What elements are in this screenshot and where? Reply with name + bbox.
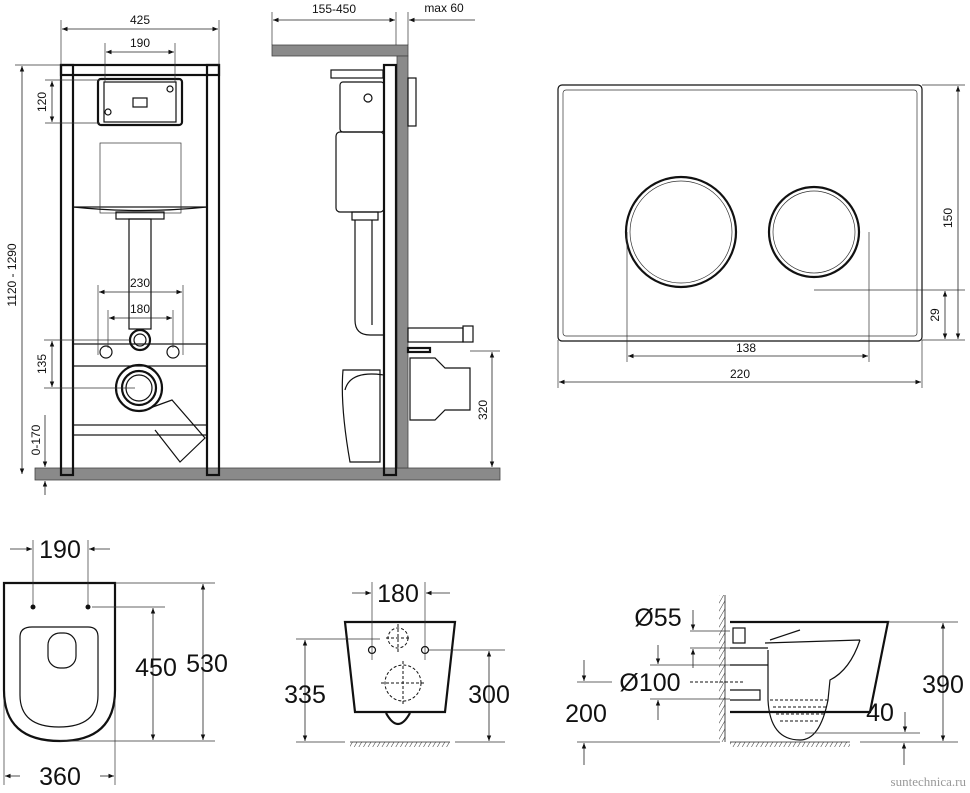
dim-bolt-height: 300 xyxy=(468,681,510,709)
dim-drain-height: 320 xyxy=(476,400,490,420)
seat-hole xyxy=(85,604,91,610)
frame-side-view xyxy=(271,44,474,477)
flush-mechanism-side xyxy=(339,81,385,133)
stud-bracket xyxy=(72,343,208,367)
flush-pipe-collar xyxy=(351,211,379,221)
cistern-panel xyxy=(99,142,182,214)
dim-water-depth: 40 xyxy=(866,699,894,727)
frame-post-left xyxy=(59,63,75,477)
flush-mechanism xyxy=(103,81,177,123)
valve xyxy=(132,97,148,108)
frame-front-dimensions: 425 190 120 1120 - 1290 230 180 135 0-17… xyxy=(5,13,220,495)
dim-bolt-spacing: 180 xyxy=(377,580,419,608)
floor-hatch xyxy=(350,742,450,747)
frame-top-rail xyxy=(59,63,221,77)
dim-bowl-width: 360 xyxy=(39,763,81,791)
plate-mount xyxy=(407,77,417,127)
flush-connector xyxy=(407,327,464,343)
flush-plate-bevel xyxy=(562,89,918,337)
frame-lower-rail xyxy=(72,424,208,436)
frame-post-side xyxy=(382,63,398,477)
frame-post-right xyxy=(205,63,221,477)
dim-outlet-diameter: Ø100 xyxy=(619,669,680,697)
flush-pipe-side xyxy=(354,220,384,336)
seat-outline xyxy=(19,626,99,728)
dim-frame-width: 425 xyxy=(130,13,150,27)
drain-elbow-curve xyxy=(344,373,385,391)
bowl-rear-view: 180 335 300 xyxy=(284,580,510,747)
flush-button-large xyxy=(624,175,738,289)
dim-frame-height: 1120 - 1290 xyxy=(5,243,19,306)
bowl-opening xyxy=(47,632,77,669)
cistern-bottom xyxy=(72,206,208,212)
dim-plate-width: 220 xyxy=(730,367,750,381)
bowl-rear-outlet xyxy=(385,712,411,726)
dim-seat-holes: 190 xyxy=(39,536,81,564)
flush-connector-end xyxy=(462,325,474,343)
dim-drain-offset: 135 xyxy=(35,354,49,374)
dim-frame-depth: 155-450 xyxy=(312,2,356,16)
flush-button-small-inner xyxy=(772,190,856,274)
dim-buttons-span: 138 xyxy=(736,341,756,355)
flush-plate-opening xyxy=(96,77,184,127)
dim-bowl-length: 530 xyxy=(186,650,228,678)
bowl-rear-outline xyxy=(343,620,457,714)
drain-elbow xyxy=(149,399,206,463)
cistern-side xyxy=(335,131,385,213)
wall-hatch xyxy=(719,595,725,742)
dim-studs-outer: 230 xyxy=(130,276,150,290)
flush-button-small xyxy=(767,185,861,279)
outlet-channel xyxy=(730,647,768,701)
mounting-stud-side xyxy=(406,346,432,354)
fitting xyxy=(104,108,112,116)
wall xyxy=(396,55,409,469)
dim-hole-to-front: 450 xyxy=(135,654,177,682)
dim-bowl-height: 390 xyxy=(922,671,964,699)
drain-connector xyxy=(409,357,471,421)
flush-plate xyxy=(557,84,923,342)
dim-plate-height: 150 xyxy=(941,208,955,228)
drain-elbow-side xyxy=(341,369,381,463)
dim-outlet-height: 200 xyxy=(565,700,607,728)
dim-inlet-diameter: Ø55 xyxy=(634,604,681,632)
frame-front-view xyxy=(34,63,501,481)
bowl-side-view: Ø55 Ø100 200 40 390 xyxy=(565,595,964,765)
seat-hole xyxy=(30,604,36,610)
dim-upper-height: 335 xyxy=(284,681,326,709)
bowl-interior xyxy=(764,629,861,741)
flush-plate-outline xyxy=(557,84,923,342)
floor xyxy=(34,467,501,481)
dim-wall-max: max 60 xyxy=(424,1,464,15)
fitting xyxy=(166,85,174,93)
flush-outlet-inner xyxy=(133,333,147,347)
inlet-connector xyxy=(732,627,746,644)
mounting-stud xyxy=(99,345,113,359)
floor-hatch xyxy=(730,742,850,747)
dim-studs-inner: 180 xyxy=(130,302,150,316)
dim-plate-width: 190 xyxy=(130,36,150,50)
fitting xyxy=(363,93,373,103)
ceiling-slab xyxy=(271,44,409,57)
flush-button-large-inner xyxy=(629,180,733,284)
bowl-top-view: 190 450 530 360 xyxy=(2,536,228,791)
flush-outlet xyxy=(128,328,152,352)
bowl-side-outline xyxy=(730,620,890,714)
watermark: suntechnica.ru xyxy=(891,774,967,789)
frame-side-dimensions: 155-450 max 60 320 xyxy=(271,1,500,467)
dim-plate-height: 120 xyxy=(35,92,49,112)
top-bracket xyxy=(330,69,384,79)
dim-leg-extension: 0-170 xyxy=(29,424,43,455)
flush-plate-dimensions: 150 29 138 220 xyxy=(557,84,965,388)
cistern xyxy=(72,74,208,208)
dim-button-offset: 29 xyxy=(928,308,942,322)
